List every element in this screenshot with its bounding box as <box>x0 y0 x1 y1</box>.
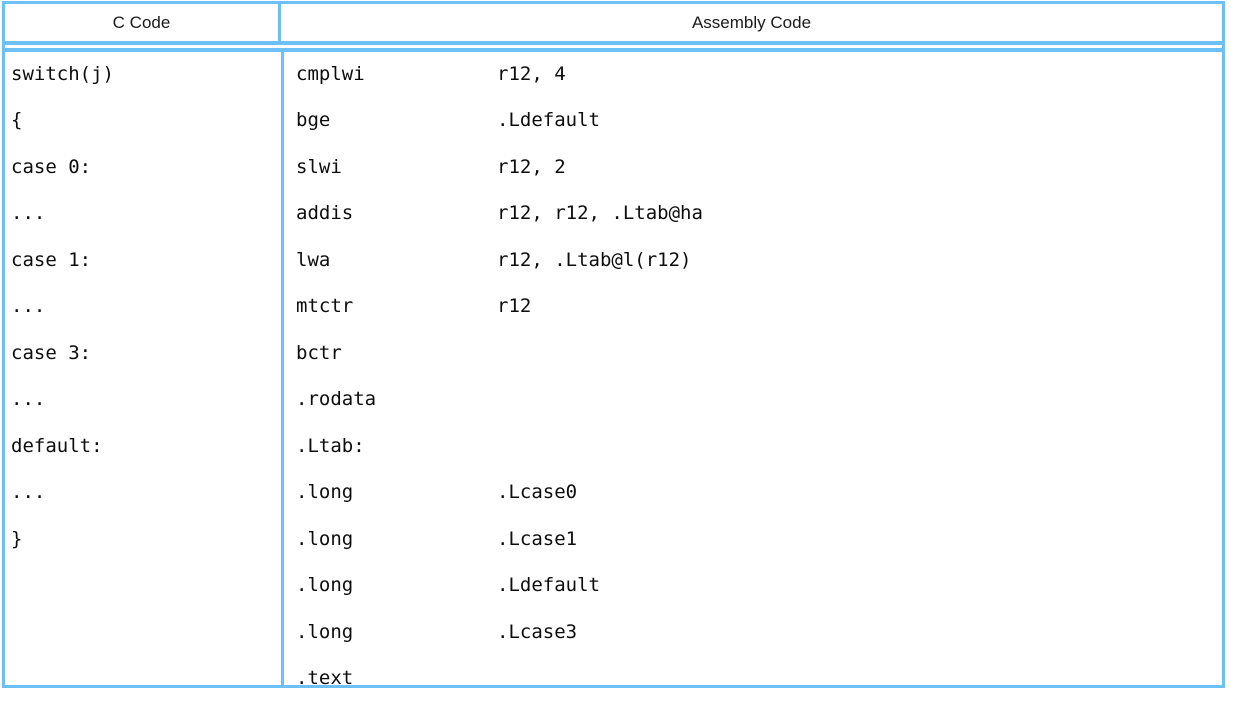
assembly-operand: r12, 2 <box>497 158 566 177</box>
assembly-mnemonic: .rodata <box>296 390 376 409</box>
cell-assembly-code: cmplwi r12, 4 <box>284 51 1222 98</box>
table-row: .long .Lcase3 <box>5 609 1222 656</box>
c-code-line: { <box>11 111 22 130</box>
table-row: ... addis r12, r12, .Ltab@ha <box>5 191 1222 238</box>
assembly-mnemonic: lwa <box>296 251 330 270</box>
cell-c-code: case 3: <box>5 330 281 377</box>
table-row: } .long .Lcase1 <box>5 516 1222 563</box>
cell-c-code <box>5 609 281 656</box>
table-row: default: .Ltab: <box>5 423 1222 470</box>
cell-c-code: default: <box>5 423 281 470</box>
cell-assembly-code: .long .Lcase3 <box>284 609 1222 656</box>
c-code-line: ... <box>11 204 45 223</box>
assembly-operand: .Lcase0 <box>497 483 577 502</box>
cell-c-code: { <box>5 98 281 145</box>
c-code-line: switch(j) <box>11 65 114 84</box>
cell-c-code: case 1: <box>5 237 281 284</box>
column-header-assembly-code: Assembly Code <box>281 4 1222 41</box>
table-row: ... mtctr r12 <box>5 284 1222 331</box>
cell-c-code: case 0: <box>5 144 281 191</box>
c-code-line: default: <box>11 437 103 456</box>
cell-assembly-code: .long .Ldefault <box>284 563 1222 610</box>
assembly-mnemonic: bctr <box>296 344 342 363</box>
cell-c-code <box>5 656 281 702</box>
assembly-mnemonic: .long <box>296 483 353 502</box>
assembly-operand: .Lcase1 <box>497 530 577 549</box>
cell-c-code: ... <box>5 284 281 331</box>
table-row: .text <box>5 656 1222 702</box>
c-code-line: case 0: <box>11 158 91 177</box>
table-row: ... .rodata <box>5 377 1222 424</box>
cell-c-code <box>5 563 281 610</box>
cell-assembly-code: bctr <box>284 330 1222 377</box>
c-code-line: ... <box>11 297 45 316</box>
cell-assembly-code: slwi r12, 2 <box>284 144 1222 191</box>
cell-c-code: ... <box>5 191 281 238</box>
assembly-mnemonic: cmplwi <box>296 65 365 84</box>
assembly-mnemonic: addis <box>296 204 353 223</box>
assembly-operand: r12, .Ltab@l(r12) <box>497 251 691 270</box>
cell-c-code: } <box>5 516 281 563</box>
cell-assembly-code: .text <box>284 656 1222 702</box>
cell-assembly-code: mtctr r12 <box>284 284 1222 331</box>
cell-assembly-code: .Ltab: <box>284 423 1222 470</box>
c-code-line: case 3: <box>11 344 91 363</box>
table-row: { bge .Ldefault <box>5 98 1222 145</box>
cell-assembly-code: .long .Lcase0 <box>284 470 1222 517</box>
header-rule-line-top <box>5 41 1222 45</box>
cell-c-code: ... <box>5 470 281 517</box>
assembly-operand: .Ldefault <box>497 111 600 130</box>
table-row: case 0: slwi r12, 2 <box>5 144 1222 191</box>
c-to-assembly-table: C Code Assembly Code switch(j) cmplwi r12,… <box>2 1 1225 688</box>
table-row: case 3: bctr <box>5 330 1222 377</box>
c-code-line: } <box>11 530 22 549</box>
assembly-mnemonic: .long <box>296 623 353 642</box>
assembly-operand: .Lcase3 <box>497 623 577 642</box>
assembly-mnemonic: .long <box>296 530 353 549</box>
assembly-mnemonic: mtctr <box>296 297 353 316</box>
assembly-operand: r12, r12, .Ltab@ha <box>497 204 703 223</box>
column-header-c-code: C Code <box>5 4 281 41</box>
cell-assembly-code: .long .Lcase1 <box>284 516 1222 563</box>
table-body: switch(j) cmplwi r12, 4 { bge .Ldefault case 0… <box>5 51 1222 685</box>
c-code-line: case 1: <box>11 251 91 270</box>
table-row: ... .long .Lcase0 <box>5 470 1222 517</box>
assembly-mnemonic: .text <box>296 669 353 688</box>
c-code-line: ... <box>11 483 45 502</box>
table-row: case 1: lwa r12, .Ltab@l(r12) <box>5 237 1222 284</box>
assembly-mnemonic: bge <box>296 111 330 130</box>
header-double-rule <box>5 41 1222 51</box>
cell-assembly-code: addis r12, r12, .Ltab@ha <box>284 191 1222 238</box>
assembly-mnemonic: .long <box>296 576 353 595</box>
assembly-mnemonic: slwi <box>296 158 342 177</box>
table-row: switch(j) cmplwi r12, 4 <box>5 51 1222 98</box>
assembly-operand: r12, 4 <box>497 65 566 84</box>
cell-c-code: switch(j) <box>5 51 281 98</box>
c-code-line: ... <box>11 390 45 409</box>
cell-assembly-code: bge .Ldefault <box>284 98 1222 145</box>
assembly-mnemonic: .Ltab: <box>296 437 365 456</box>
table-row: .long .Ldefault <box>5 563 1222 610</box>
cell-assembly-code: lwa r12, .Ltab@l(r12) <box>284 237 1222 284</box>
cell-assembly-code: .rodata <box>284 377 1222 424</box>
assembly-operand: .Ldefault <box>497 576 600 595</box>
cell-c-code: ... <box>5 377 281 424</box>
table-header-row: C Code Assembly Code <box>5 4 1222 41</box>
assembly-operand: r12 <box>497 297 531 316</box>
